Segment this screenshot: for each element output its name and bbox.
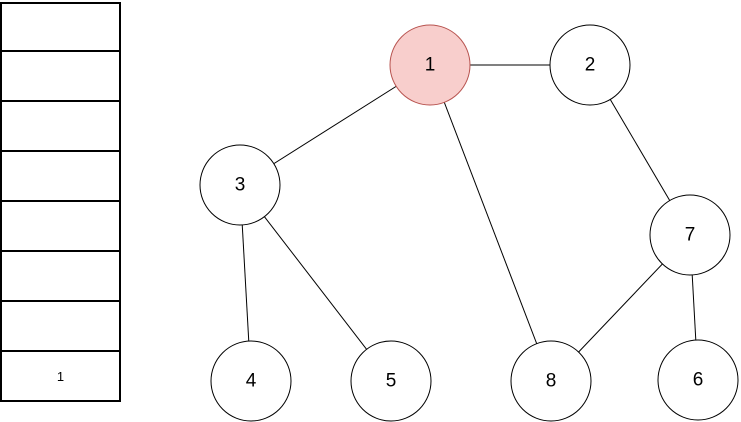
node-circle [199, 144, 281, 226]
node-label: 6 [693, 370, 704, 391]
node-circle [350, 340, 432, 422]
stack-cell-3 [0, 152, 121, 202]
node-label: 4 [246, 371, 257, 392]
graph-node-1[interactable]: 1 [389, 24, 471, 106]
node-circle [649, 194, 731, 276]
node-label: 3 [235, 175, 246, 196]
graph-node-3[interactable]: 3 [199, 144, 281, 226]
stack-cell-0 [0, 2, 121, 52]
node-circle [210, 340, 292, 422]
stack-cell-5 [0, 252, 121, 302]
node-label: 2 [585, 55, 596, 76]
graph-node-6[interactable]: 6 [657, 339, 739, 421]
node-label: 8 [546, 371, 557, 392]
node-label: 5 [386, 371, 397, 392]
graph-node-5[interactable]: 5 [350, 340, 432, 422]
stack-cell-4 [0, 202, 121, 252]
node-circle [549, 24, 631, 106]
stack-cell-7: 1 [0, 352, 121, 402]
graph-node-7[interactable]: 7 [649, 194, 731, 276]
node-label: 7 [685, 225, 696, 246]
node-circle [657, 339, 739, 421]
node-circle [510, 340, 592, 422]
stack: 1 [0, 2, 121, 402]
edge-3-5 [239, 184, 392, 382]
node-circle-highlighted [389, 24, 471, 106]
graph-node-2[interactable]: 2 [549, 24, 631, 106]
stack-cell-1 [0, 52, 121, 102]
node-label: 1 [425, 55, 436, 76]
stack-cell-2 [0, 102, 121, 152]
edge-1-8 [429, 64, 552, 382]
graph-node-4[interactable]: 4 [210, 340, 292, 422]
graph-node-8[interactable]: 8 [510, 340, 592, 422]
stack-cell-6 [0, 302, 121, 352]
